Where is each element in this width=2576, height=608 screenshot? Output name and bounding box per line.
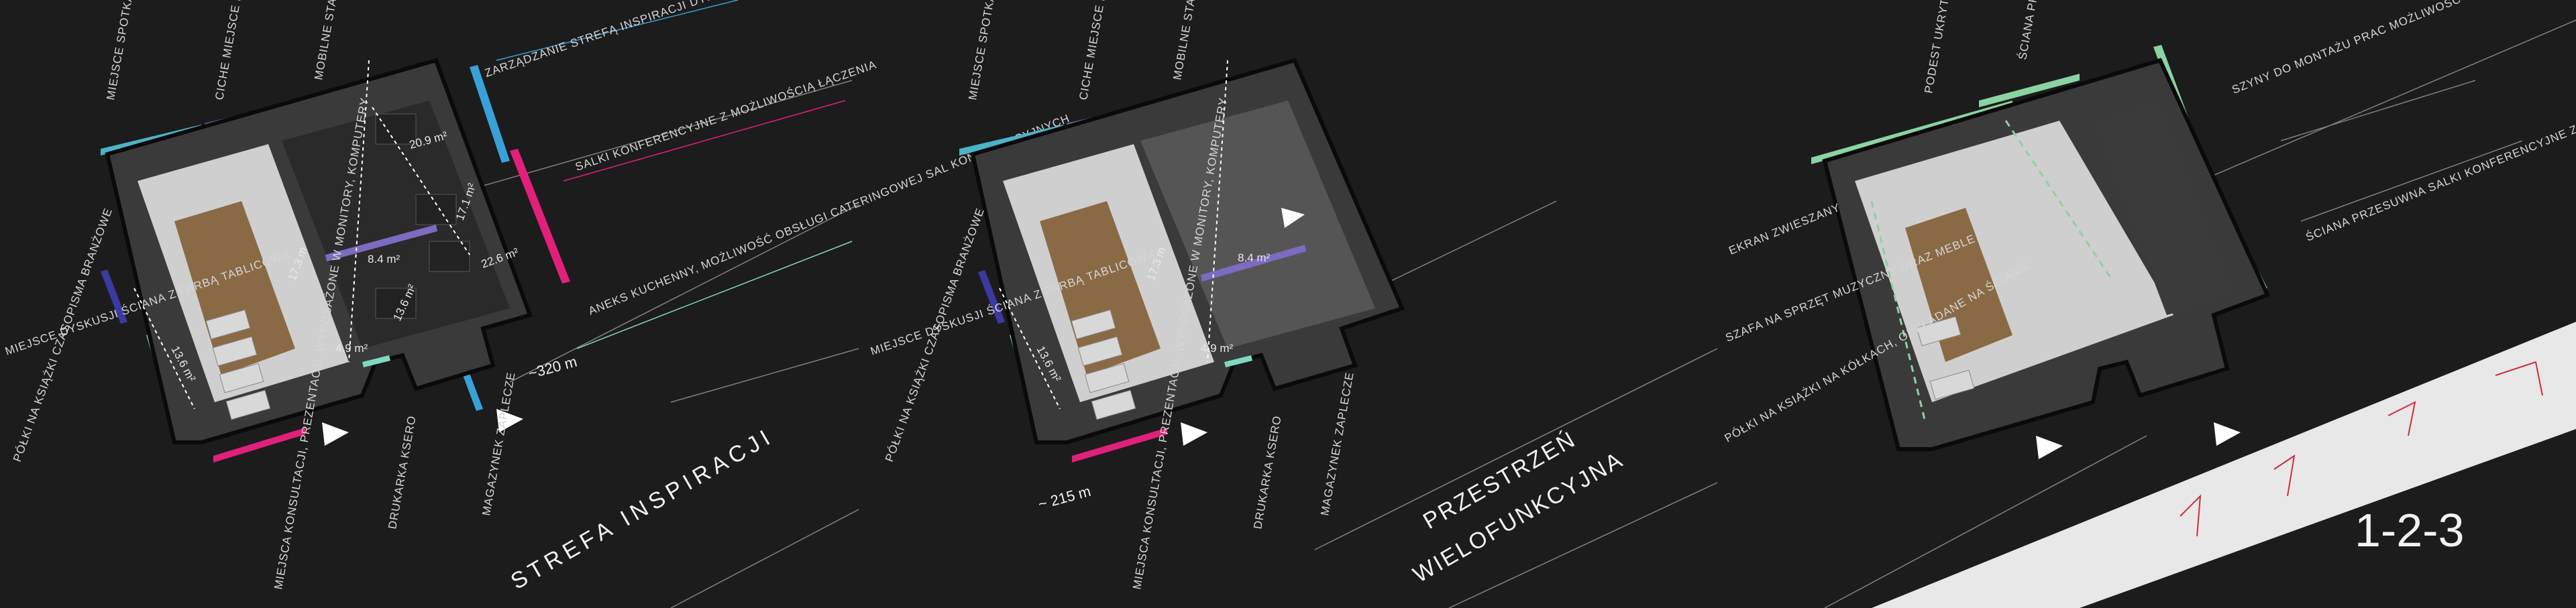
- tab-navy: [101, 269, 127, 324]
- dim-label: 4.9 m²: [335, 342, 368, 355]
- accent-lines: [496, 0, 853, 349]
- tab-blue-bottom: [463, 373, 483, 411]
- render-strip: [1872, 322, 2576, 608]
- dim-label: 8.4 m²: [368, 253, 400, 265]
- tab-magenta-bottom: [213, 428, 305, 463]
- dim-label: 8.4 m²: [1238, 251, 1271, 264]
- tab-magenta: [510, 149, 570, 284]
- panel-title: 1-2-3: [2355, 504, 2464, 556]
- tab-blue: [470, 65, 510, 163]
- arrow-marker: [322, 422, 349, 446]
- dim-label: 4.9 m²: [1201, 342, 1234, 355]
- guide-lines: [429, 19, 2576, 608]
- arrow-marker: [496, 409, 523, 432]
